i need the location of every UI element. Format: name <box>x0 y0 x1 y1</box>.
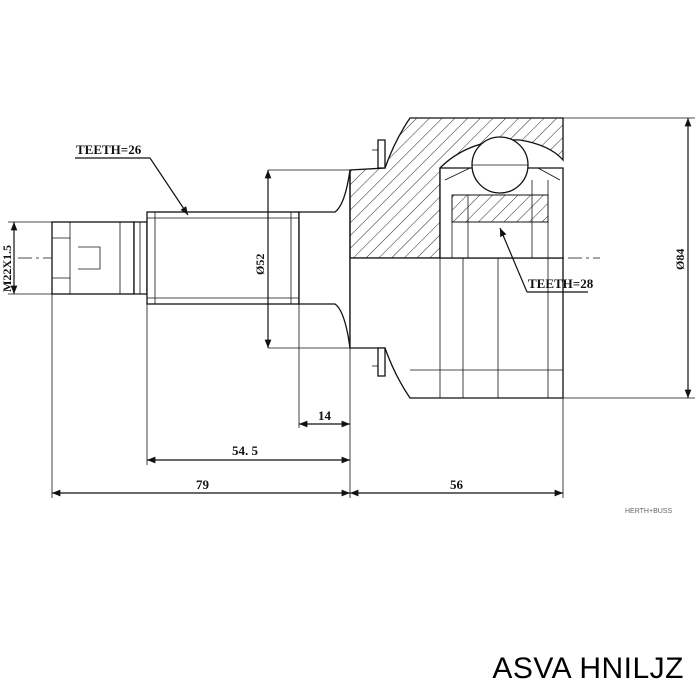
thread-label: M22X1.5 <box>0 245 14 292</box>
teeth-inner-label: TEETH=28 <box>528 276 594 291</box>
extension-lines <box>8 117 695 498</box>
bell-housing-lower <box>349 257 564 399</box>
threaded-end <box>51 221 135 295</box>
body-diameter-label: Ø84 <box>673 249 687 270</box>
brand-watermark: HERTH+BUSS <box>625 508 672 515</box>
length-79-label: 79 <box>196 477 210 492</box>
shaft-transition <box>298 169 351 349</box>
product-caption: ASVA HNILJZ <box>492 652 684 685</box>
inner-race <box>439 167 564 259</box>
bell-housing-upper-section <box>349 117 564 259</box>
shaft-neck <box>133 221 148 295</box>
splined-shaft <box>146 211 300 305</box>
dimension-lines <box>10 118 692 497</box>
length-54-5-label: 54. 5 <box>232 443 259 458</box>
leader-lines <box>75 157 588 293</box>
teeth-outer-label: TEETH=26 <box>76 142 142 157</box>
length-14-label: 14 <box>318 408 332 423</box>
length-56-label: 56 <box>450 477 464 492</box>
dust-cover-flange <box>372 139 386 377</box>
shaft-diameter-label: Ø52 <box>253 254 267 275</box>
